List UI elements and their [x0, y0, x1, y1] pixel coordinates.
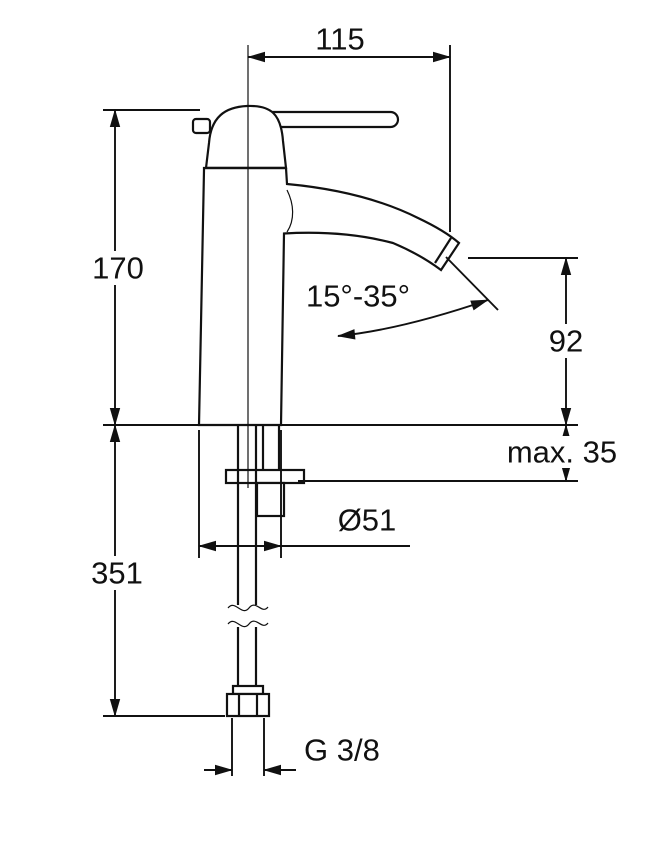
- label-mask-351: [87, 556, 147, 590]
- spout-root-curve: [286, 189, 294, 233]
- dimension-lines: [103, 45, 578, 776]
- mounting-hardware: [224, 425, 306, 718]
- dimension-labels: 115 170 15°-35° 92 max. 35 Ø51 351 G 3/8: [87, 22, 624, 768]
- label-spout-angle-range: 15°-35°: [306, 279, 410, 314]
- label-mask-170: [88, 251, 148, 285]
- mounting-nut: [255, 481, 286, 518]
- label-height-to-deck: 170: [92, 251, 144, 286]
- handle-dome: [204, 104, 288, 170]
- label-length-below-deck: 351: [91, 556, 143, 591]
- label-connection-thread: G 3/8: [304, 733, 380, 768]
- pipe-break-upper-wave: [227, 604, 269, 612]
- aerator-face-line: [434, 237, 452, 264]
- faucet-outline: [103, 104, 578, 427]
- fitting-collar: [231, 684, 265, 696]
- label-mask-max35: [500, 436, 624, 468]
- label-spout-reach: 115: [315, 22, 364, 57]
- body-and-spout: [197, 166, 461, 427]
- pipe-break-lower-wave: [227, 620, 269, 628]
- flow-direction-line: [445, 256, 499, 311]
- label-max-deck-thickness: max. 35: [507, 435, 617, 470]
- label-base-diameter: Ø51: [338, 503, 397, 538]
- label-outlet-height: 92: [549, 324, 583, 359]
- angle-arc: [337, 299, 489, 340]
- compression-nut: [225, 692, 271, 718]
- indicator-button: [191, 117, 212, 135]
- label-mask-92: [544, 324, 588, 358]
